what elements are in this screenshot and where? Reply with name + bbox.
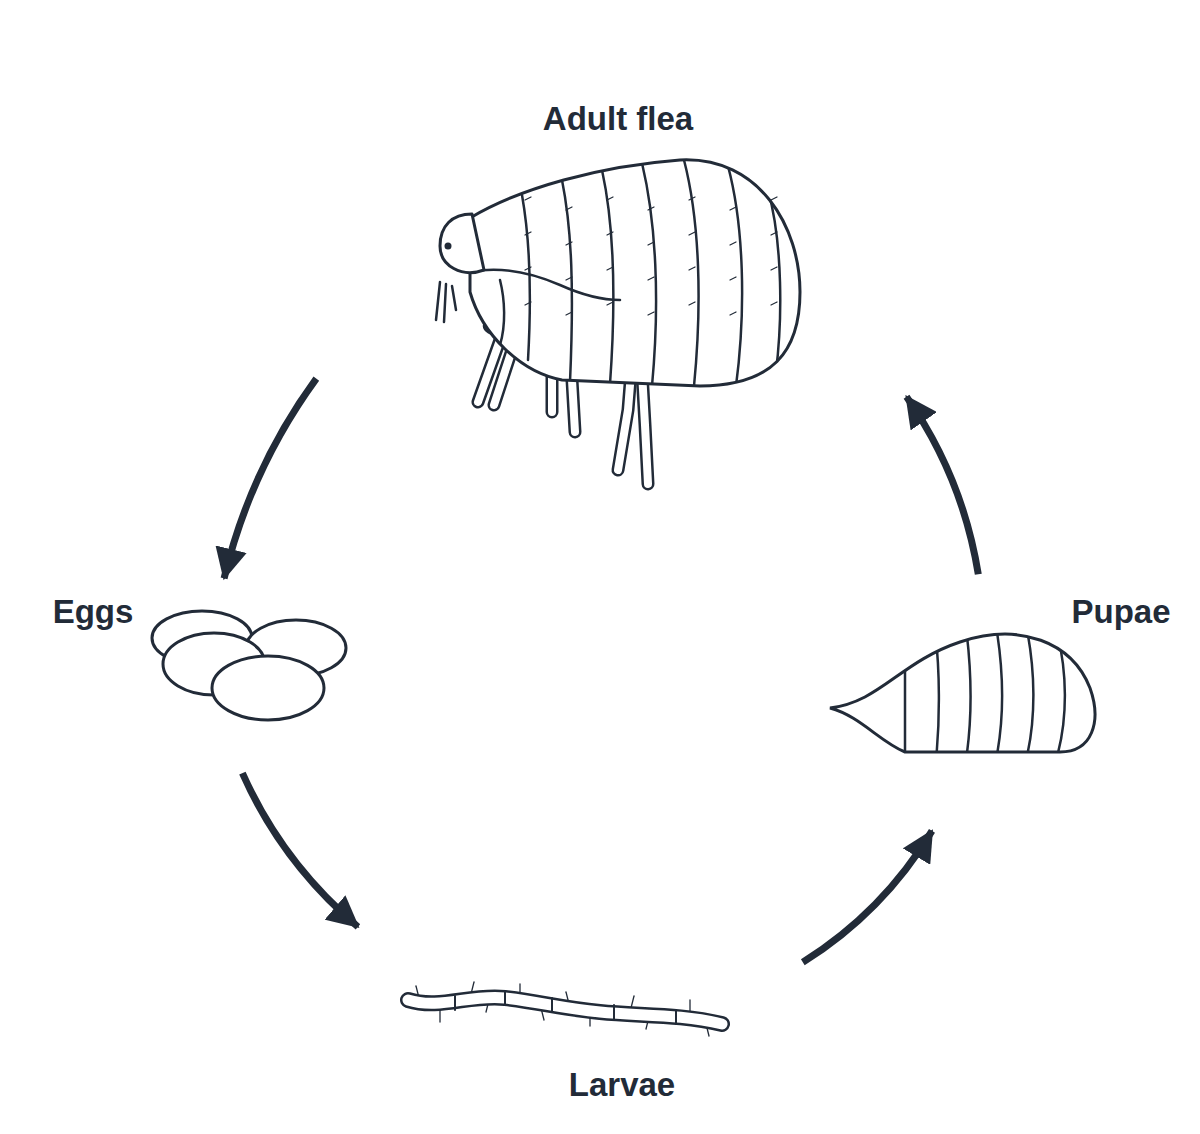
adult-flea-figure [436, 160, 800, 484]
stage-label: Larvae [569, 1066, 675, 1104]
cycle-arrow [224, 379, 316, 579]
cycle-arrow [242, 773, 358, 927]
larva-figure [408, 982, 722, 1036]
cycle-arrow [906, 397, 978, 575]
larvae-stage: Larvae [355, 930, 800, 1115]
adult-flea-stage: Adult flea [318, 95, 905, 495]
stage-label: Pupae [1071, 593, 1170, 631]
cycle-arrow [803, 831, 932, 962]
pupa-figure [830, 620, 1095, 760]
stage-label: Eggs [53, 593, 134, 631]
pupae-stage: Pupae [825, 578, 1185, 828]
eggs-figure [152, 611, 346, 720]
eggs-stage: Eggs [40, 582, 360, 770]
stage-label: Adult flea [543, 100, 693, 138]
